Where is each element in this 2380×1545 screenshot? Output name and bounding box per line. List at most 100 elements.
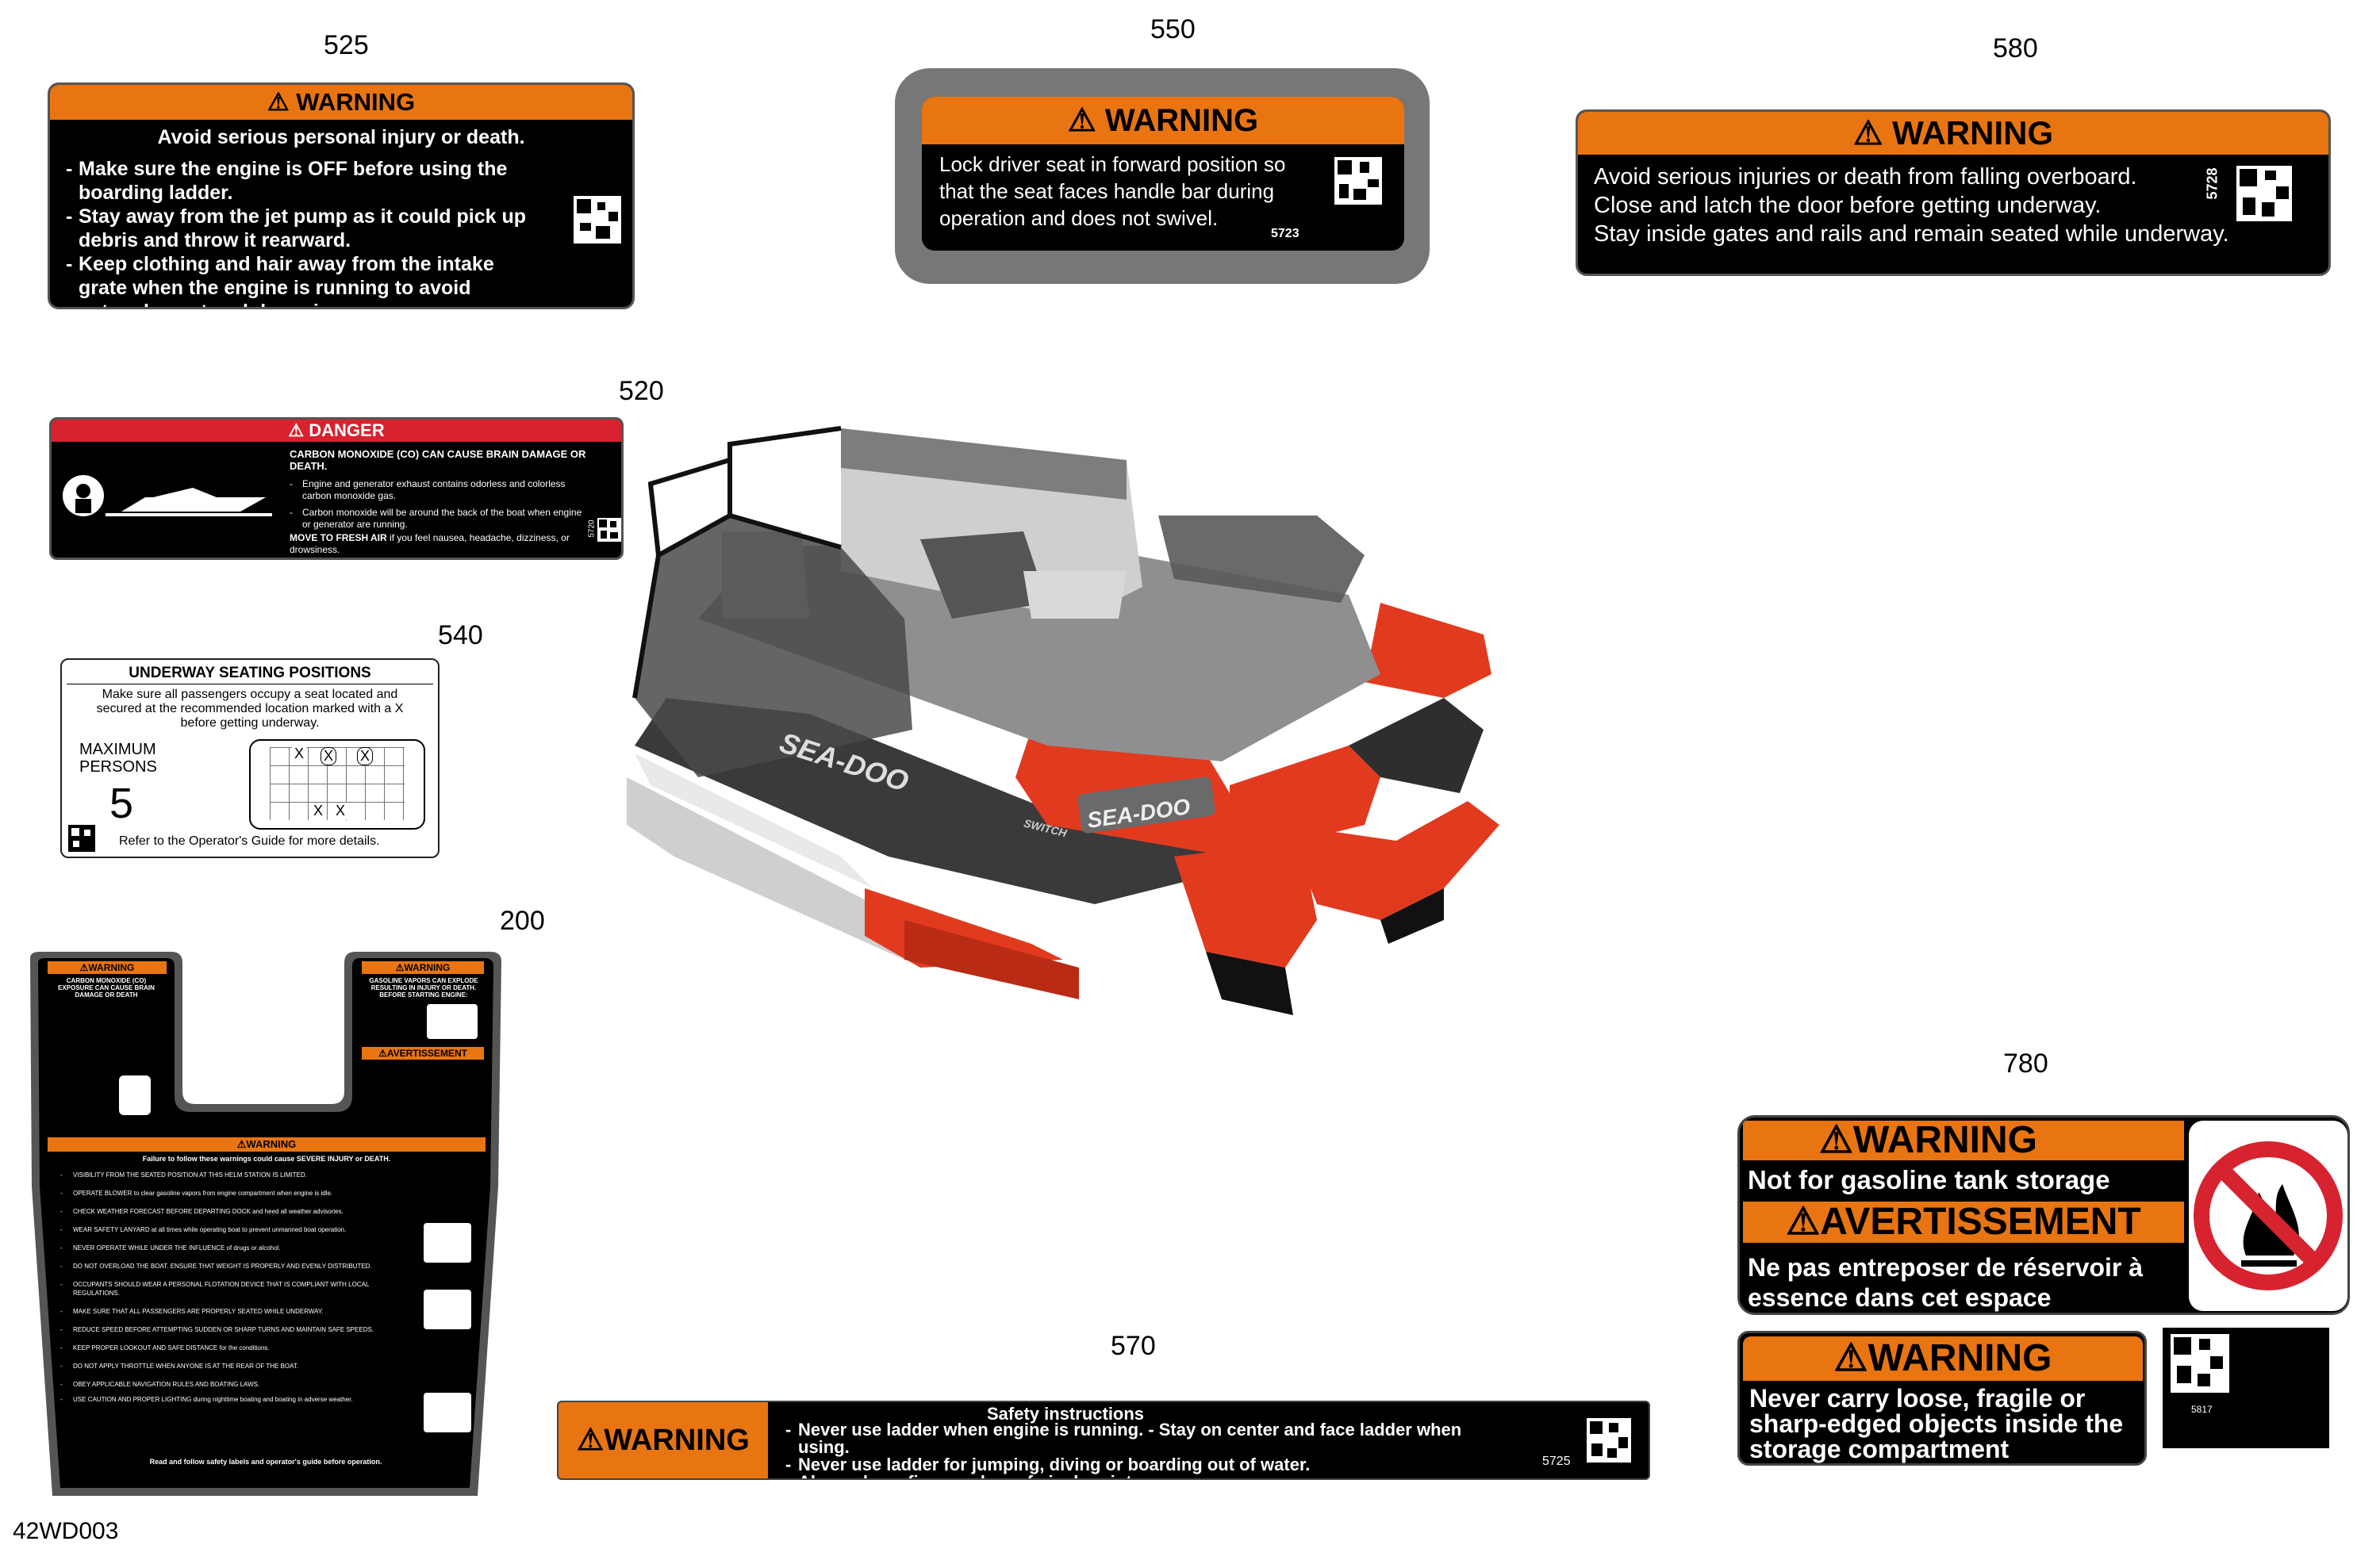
list-item: OBEY APPLICABLE NAVIGATION RULES AND BOA…: [60, 1380, 409, 1389]
qr-code-icon: [574, 196, 621, 243]
list-item: DO NOT OVERLOAD THE BOAT. ENSURE THAT WE…: [60, 1262, 409, 1271]
warning-triangle-icon: ⚠: [1786, 1201, 1821, 1243]
avertissement-header: ⚠AVERTISSEMENT: [1743, 1202, 2184, 1243]
console-warning-list: VISIBILITY FROM THE SEATED POSITION AT T…: [60, 1171, 409, 1404]
warning-header-right: ⚠WARNING: [362, 961, 484, 974]
no-flammables-icon: [2189, 1121, 2347, 1311]
label-580-text: Avoid serious injuries or death from fal…: [1594, 163, 2313, 248]
list-item: USE CAUTION AND PROPER LIGHTING during n…: [60, 1395, 409, 1404]
label-code: 5723: [1271, 227, 1299, 240]
warning-label-580: ⚠ WARNING Avoid serious injuries or deat…: [1576, 109, 2331, 276]
life-vest-pictogram-icon: [424, 1290, 471, 1329]
warning-header-main: ⚠WARNING: [48, 1137, 486, 1152]
qr-code-icon: [1334, 157, 1382, 205]
part-number-540: 540: [438, 620, 483, 650]
seat-mark: X: [357, 747, 374, 765]
warning-label-525: ⚠ WARNING Avoid serious personal injury …: [48, 82, 635, 309]
warning-label-570: ⚠WARNING Safety instructions Never use l…: [557, 1401, 1650, 1480]
warning-triangle-icon: ⚠: [1067, 103, 1096, 138]
part-number-520: 520: [619, 376, 664, 406]
avertissement-header-right: ⚠AVERTISSEMENT: [362, 1047, 484, 1060]
list-item: Never use ladder when engine is running.…: [785, 1421, 1499, 1456]
list-item: CHECK WEATHER FORECAST BEFORE DEPARTING …: [60, 1207, 409, 1216]
label-780b-text: Never carry loose, fragile or sharp-edge…: [1749, 1384, 2124, 1463]
list-item: VISIBILITY FROM THE SEATED POSITION AT T…: [60, 1171, 409, 1179]
warning-header: ⚠ WARNING: [1578, 112, 2328, 155]
warning-label-550: ⚠ WARNING Lock driver seat in forward po…: [922, 97, 1404, 251]
qr-code-icon: [2236, 166, 2292, 221]
list-item: WEAR SAFETY LANYARD at all times while o…: [60, 1225, 409, 1234]
label-780-code-block: 5817: [2163, 1328, 2329, 1448]
label-525-subtitle: Avoid serious personal injury or death.: [157, 126, 525, 148]
list-item: Engine and generator exhaust contains od…: [290, 478, 591, 502]
boat-illustration: [627, 426, 1499, 1015]
warning-label-780-storage: ⚠WARNING Not for gasoline tank storage ⚠…: [1737, 1115, 2350, 1315]
label-code: 5725: [1542, 1455, 1571, 1468]
label-570-list: Never use ladder when engine is running.…: [785, 1421, 1499, 1479]
warning-triangle-icon: ⚠: [267, 88, 290, 116]
max-persons-value: 5: [109, 780, 134, 827]
max-persons-label: MAXIMUM PERSONS: [79, 741, 157, 776]
seating-label-540: UNDERWAY SEATING POSITIONS Make sure all…: [60, 658, 440, 858]
label-520-footer: MOVE TO FRESH AIR if you feel nausea, he…: [290, 532, 570, 555]
console-label-200: ⚠WARNING CARBON MONOXIDE (CO) EXPOSURE C…: [24, 949, 509, 1504]
qr-code-icon: [2171, 1334, 2229, 1393]
person-pictogram-icon: [119, 1075, 151, 1115]
warning-header: ⚠WARNING: [1743, 1336, 2143, 1381]
label-code: 5728: [2204, 167, 2221, 200]
seat-mark: X: [292, 746, 307, 762]
warning-triangle-icon: ⚠: [79, 962, 89, 973]
label-520-list: Engine and generator exhaust contains od…: [290, 478, 591, 531]
part-number-200: 200: [500, 906, 545, 936]
list-item: REDUCE SPEED BEFORE ATTEMPTING SUDDEN OR…: [60, 1325, 409, 1334]
label-code: 5720: [587, 519, 597, 538]
part-number-550: 550: [1150, 14, 1196, 44]
label-525-list: Make sure the engine is OFF before using…: [66, 157, 616, 307]
part-number-525: 525: [324, 30, 369, 60]
seat-mark: X: [321, 747, 337, 765]
label-520-text: CARBON MONOXIDE (CO) CAN CAUSE BRAIN DAM…: [290, 448, 591, 556]
list-item: Keep clothing and hair away from the int…: [66, 252, 545, 307]
rear-pictogram-icon: [424, 1393, 471, 1432]
warning-triangle-icon: ⚠: [1819, 1119, 1854, 1161]
list-item: Stay away from the jet pump as it could …: [66, 205, 545, 252]
seating-diagram: X X X X X: [249, 739, 425, 830]
warning-triangle-icon: ⚠: [288, 420, 305, 440]
list-item: KEEP PROPER LOOKOUT AND SAFE DISTANCE fo…: [60, 1344, 409, 1352]
warning-header-left: ⚠WARNING: [48, 961, 167, 974]
label-520-title: CARBON MONOXIDE (CO) CAN CAUSE BRAIN DAM…: [290, 448, 586, 472]
warning-label-780-compartment: ⚠WARNING Never carry loose, fragile or s…: [1737, 1331, 2147, 1466]
warning-triangle-icon: ⚠: [1852, 114, 1883, 151]
label-540-footer: Refer to the Operator's Guide for more d…: [119, 834, 380, 848]
part-number-580: 580: [1993, 33, 2038, 63]
label-780-text-fr: Ne pas entreposer de réservoir à essence…: [1748, 1253, 2144, 1312]
label-580-line: Avoid serious injuries or death from fal…: [1594, 164, 2137, 190]
diagram-code: 42WD003: [13, 1518, 119, 1544]
seat-mark: X: [333, 803, 348, 819]
label-540-title: UNDERWAY SEATING POSITIONS: [129, 665, 371, 681]
danger-header: ⚠ DANGER: [52, 420, 621, 442]
label-550-text: Lock driver seat in forward position so …: [939, 152, 1286, 230]
safety-pictogram-icon: [424, 1223, 471, 1263]
warning-triangle-icon: ⚠: [378, 1048, 387, 1059]
list-item: Make sure the engine is OFF before using…: [66, 157, 545, 205]
list-item: Always keep fingers clear of pinch point…: [785, 1474, 1499, 1479]
warning-triangle-icon: ⚠: [395, 962, 405, 973]
warning-triangle-icon: ⚠: [577, 1424, 605, 1457]
console-mid-intro: Failure to follow these warnings could c…: [142, 1155, 391, 1163]
qr-code-icon: [1587, 1418, 1631, 1463]
qr-code-icon: [68, 825, 95, 852]
co-hazard-pictogram-icon: [63, 475, 272, 516]
warning-header: ⚠ WARNING: [50, 85, 632, 120]
warning-header: ⚠ WARNING: [922, 97, 1404, 144]
qr-code-icon: [597, 518, 621, 542]
seat-mark: X: [311, 803, 326, 819]
blower-pictogram-icon: [427, 1004, 478, 1039]
console-right-title: GASOLINE VAPORS CAN EXPLODE RESULTING IN…: [369, 977, 478, 999]
warning-header: ⚠WARNING: [1743, 1121, 2184, 1160]
label-540-text: Make sure all passengers occupy a seat l…: [96, 688, 404, 730]
list-item: OCCUPANTS SHOULD WEAR A PERSONAL FLOTATI…: [60, 1280, 409, 1298]
list-item: Carbon monoxide will be around the back …: [290, 507, 591, 531]
list-item: DO NOT APPLY THROTTLE WHEN ANYONE IS AT …: [60, 1362, 409, 1371]
list-item: Never use ladder for jumping, diving or …: [785, 1456, 1499, 1474]
